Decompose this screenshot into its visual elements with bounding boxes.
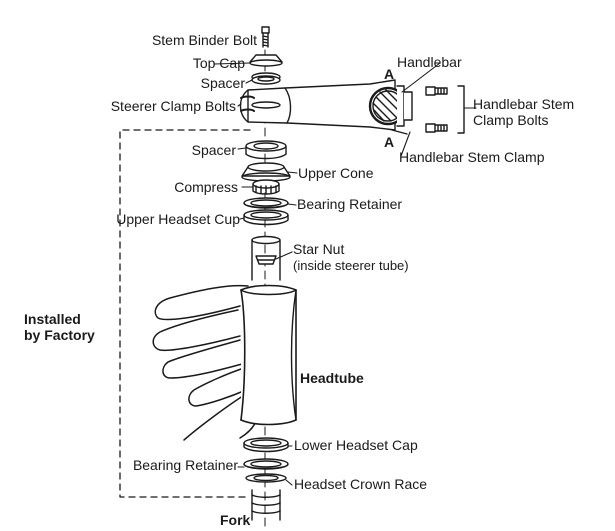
bearing-retainer-lower-part (243, 458, 289, 470)
label-installed-by-factory: Installed by Factory (24, 311, 95, 343)
compress-part (252, 179, 280, 195)
label-headtube: Headtube (300, 370, 364, 386)
label-upper-headset-cup: Upper Headset Cup (116, 211, 240, 227)
label-bearing-retainer-lower: Bearing Retainer (132, 457, 238, 473)
handlebar-clamp-bolts-part (425, 85, 465, 134)
upper-cone-part (241, 162, 291, 182)
factory-installed-boundary (119, 129, 251, 498)
label-lower-headset-cap: Lower Headset Cap (294, 437, 418, 453)
label-section-a-top: A (384, 66, 395, 82)
label-fork: Fork (220, 512, 251, 528)
lower-headset-cap-part (243, 437, 289, 453)
label-bearing-retainer-upper: Bearing Retainer (297, 196, 403, 212)
label-steerer-clamp-bolts: Steerer Clamp Bolts (110, 98, 236, 114)
label-star-nut-note: (inside steerer tube) (293, 258, 409, 273)
steerer-tube-part (251, 235, 281, 281)
top-cap-part (249, 54, 283, 67)
headtube-part (240, 284, 297, 426)
label-top-cap: Top Cap (192, 55, 245, 71)
label-headset-crown-race: Headset Crown Race (294, 476, 428, 492)
stem-part (239, 79, 396, 131)
leader-lines (213, 62, 477, 486)
handlebar-section (368, 85, 413, 135)
label-spacer-top: Spacer (200, 75, 245, 91)
bearing-retainer-upper-part (243, 197, 289, 209)
label-star-nut: Star Nut (293, 241, 345, 257)
spacer-top-part (251, 72, 281, 85)
fork-steerer-part (251, 489, 281, 521)
label-compress: Compress (174, 179, 238, 195)
label-spacer-mid: Spacer (191, 142, 236, 158)
label-handlebar: Handlebar (397, 54, 462, 70)
spacer-mid-part (245, 140, 287, 160)
stem-binder-bolt-part (261, 26, 270, 48)
label-handlebar-stem-clamp-bolts: Handlebar Stem Clamp Bolts (473, 96, 575, 128)
label-section-a-bottom: A (384, 134, 395, 150)
label-stem-binder-bolt: Stem Binder Bolt (151, 32, 257, 48)
upper-headset-cup-part (243, 209, 289, 226)
label-handlebar-stem-clamp: Handlebar Stem Clamp (399, 149, 545, 165)
headset-crown-race-part (245, 473, 287, 483)
label-upper-cone: Upper Cone (298, 165, 374, 181)
